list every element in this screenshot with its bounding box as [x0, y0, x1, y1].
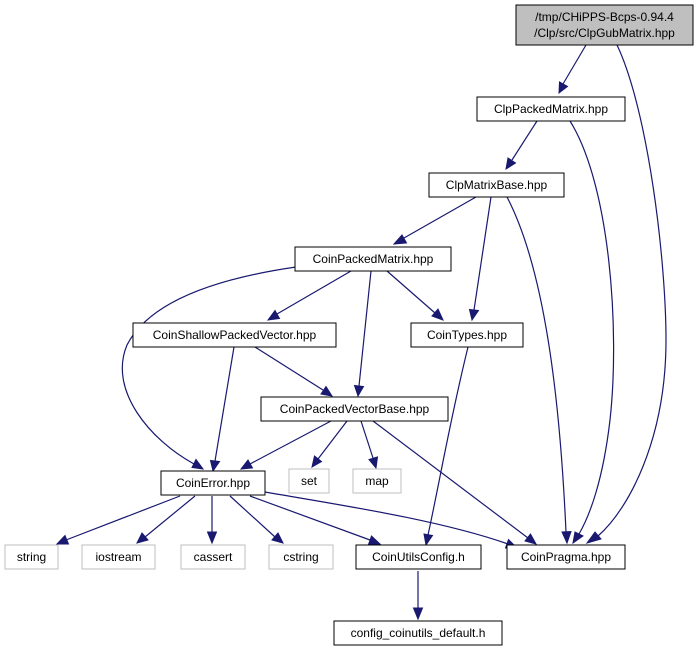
edge-root-to-clp-packed-matrix: [562, 44, 587, 85]
node-map-label: map: [365, 474, 389, 488]
arrowhead: [412, 607, 424, 621]
arrowhead: [55, 534, 70, 545]
node-coin-packed-matrix-label: CoinPackedMatrix.hpp: [313, 252, 434, 266]
edge-coin-error-to-string: [65, 495, 181, 541]
node-cstring[interactable]: cstring: [268, 544, 334, 570]
edge-coin-packed-vector-base-to-set: [317, 420, 348, 460]
edge-coin-error-to-coin-pragma: [264, 491, 509, 545]
edge-coin-error-to-cstring: [229, 495, 276, 538]
node-coin-shallow-packed-vector-label: CoinShallowPackedVector.hpp: [153, 328, 317, 342]
node-iostream[interactable]: iostream: [81, 544, 156, 570]
arrowhead: [206, 531, 218, 545]
node-coin-shallow-packed-vector[interactable]: CoinShallowPackedVector.hpp: [132, 322, 337, 348]
node-iostream-label: iostream: [95, 550, 141, 564]
edge-coin-error-to-iostream: [144, 495, 196, 538]
node-root-file[interactable]: /tmp/CHiPPS-Bcps-0.94.4 /Clp/src/ClpGubM…: [515, 4, 694, 46]
edge-coin-packed-vector-base-to-coin-error: [249, 420, 332, 465]
node-cassert-label: cassert: [194, 550, 233, 564]
arrowhead: [585, 531, 602, 544]
arrowhead: [392, 234, 408, 245]
node-coin-error[interactable]: CoinError.hpp: [160, 470, 266, 496]
arrowhead: [368, 456, 379, 470]
arrowhead: [505, 157, 517, 171]
arrowhead: [431, 308, 444, 321]
graph-edges: [55, 44, 667, 621]
arrowhead: [311, 455, 323, 469]
node-cassert[interactable]: cassert: [180, 544, 246, 570]
edge-coin-packed-matrix-to-coin-types: [386, 270, 436, 314]
node-root-line-2: /Clp/src/ClpGubMatrix.hpp: [534, 26, 675, 40]
edge-coin-packed-matrix-to-coin-shallow-packed-vector: [276, 270, 352, 315]
arrowhead: [423, 533, 434, 547]
arrowhead: [561, 530, 572, 545]
node-map[interactable]: map: [352, 468, 402, 494]
node-coin-packed-vector-base-label: CoinPackedVectorBase.hpp: [280, 402, 430, 416]
node-set-label: set: [301, 474, 318, 488]
node-coin-pragma-label: CoinPragma.hpp: [521, 550, 611, 564]
node-cstring-label: cstring: [283, 550, 318, 564]
edge-coin-shallow-packed-vector-to-coin-error: [214, 346, 235, 462]
edge-coin-packed-matrix-to-coin-error: [121, 266, 297, 465]
node-clp-matrix-base[interactable]: ClpMatrixBase.hpp: [428, 172, 565, 198]
graph-nodes: /tmp/CHiPPS-Bcps-0.94.4 /Clp/src/ClpGubM…: [4, 4, 694, 646]
arrowhead: [239, 459, 254, 470]
edge-coin-packed-vector-base-to-map: [360, 420, 374, 459]
arrowhead: [209, 459, 221, 473]
node-clp-packed-matrix-label: ClpPackedMatrix.hpp: [494, 102, 608, 116]
edge-clp-matrix-base-to-coin-pragma: [506, 196, 567, 533]
arrowhead: [353, 384, 365, 398]
node-config-coinutils-default-label: config_coinutils_default.h: [351, 626, 486, 640]
arrowhead: [468, 308, 480, 322]
edge-clp-packed-matrix-to-coin-pragma: [569, 120, 615, 535]
node-coin-packed-vector-base[interactable]: CoinPackedVectorBase.hpp: [260, 396, 449, 422]
node-coin-error-label: CoinError.hpp: [176, 476, 250, 490]
node-set[interactable]: set: [288, 468, 330, 494]
node-string-label: string: [17, 550, 46, 564]
edge-coin-shallow-packed-vector-to-coin-packed-vector-base: [254, 346, 324, 391]
edge-coin-types-to-coin-utils-config: [427, 346, 469, 536]
edge-clp-matrix-base-to-coin-packed-matrix: [403, 196, 477, 239]
edge-clp-packed-matrix-to-clp-matrix-base: [511, 120, 538, 161]
node-string[interactable]: string: [4, 544, 59, 570]
node-clp-matrix-base-label: ClpMatrixBase.hpp: [446, 178, 548, 192]
arrowhead: [136, 532, 149, 544]
node-coin-types-label: CoinTypes.hpp: [427, 328, 507, 342]
node-coin-utils-config-label: CoinUtilsConfig.h: [372, 550, 465, 564]
arrowhead: [572, 531, 584, 545]
arrowhead: [558, 81, 569, 95]
edge-coin-error-to-coin-utils-config: [249, 495, 371, 541]
node-config-coinutils-default[interactable]: config_coinutils_default.h: [333, 620, 503, 646]
node-root-line-1: /tmp/CHiPPS-Bcps-0.94.4: [535, 10, 674, 24]
node-coin-utils-config[interactable]: CoinUtilsConfig.h: [355, 544, 482, 570]
node-coin-pragma[interactable]: CoinPragma.hpp: [506, 544, 626, 570]
arrowhead: [266, 309, 281, 321]
node-coin-types[interactable]: CoinTypes.hpp: [410, 322, 524, 348]
edge-root-to-coin-pragma: [597, 44, 667, 537]
edge-coin-packed-matrix-to-coin-packed-vector-base: [358, 270, 372, 387]
arrowhead: [271, 532, 284, 544]
arrowhead: [191, 458, 205, 470]
arrowhead: [367, 535, 382, 546]
edge-clp-matrix-base-to-coin-types: [473, 196, 492, 311]
node-coin-packed-matrix[interactable]: CoinPackedMatrix.hpp: [294, 246, 452, 272]
arrowhead: [320, 385, 334, 397]
node-clp-packed-matrix[interactable]: ClpPackedMatrix.hpp: [476, 96, 626, 122]
arrowhead: [524, 533, 538, 545]
edge-coin-packed-vector-base-to-coin-pragma: [372, 420, 529, 539]
